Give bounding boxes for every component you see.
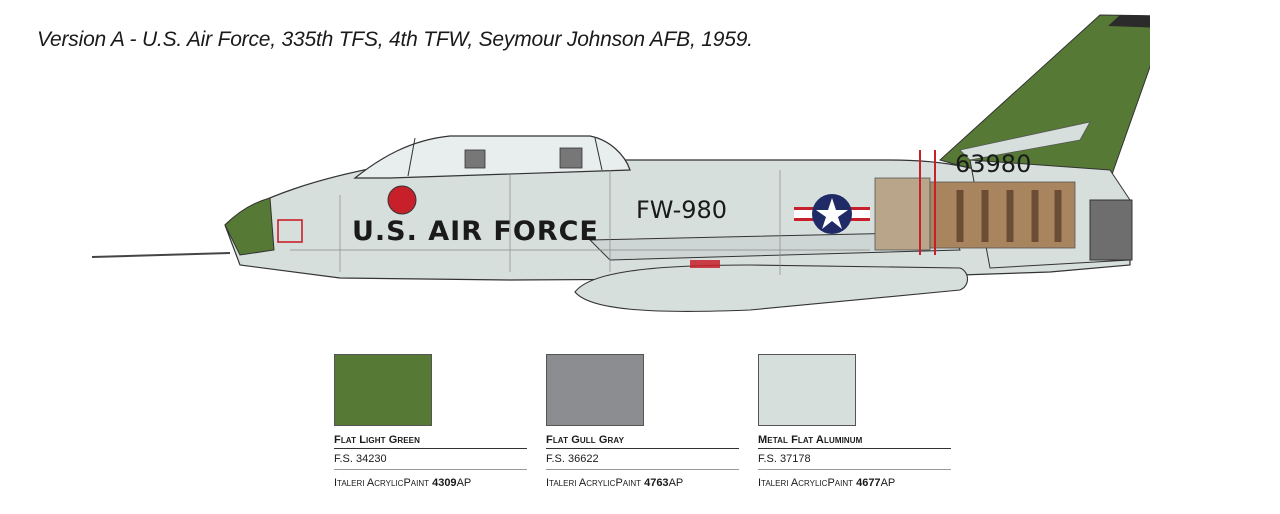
fs-code-1: F.S. 34230	[334, 449, 527, 470]
engine-panel-brown	[929, 181, 1076, 249]
paint-swatch-3: Metal Flat Aluminum F.S. 37178 Italeri A…	[758, 354, 958, 489]
nose-cone	[224, 197, 275, 256]
paint-brand-2: Italeri AcrylicPaint	[546, 477, 645, 489]
drop-tank	[574, 264, 969, 312]
canopy	[353, 135, 631, 179]
paint-code-1: 4309	[432, 477, 457, 489]
paint-suffix-2: AP	[668, 477, 684, 489]
version-caption: Version A - U.S. Air Force, 335th TFS, 4…	[37, 28, 753, 51]
paint-code-3: 4677	[856, 477, 881, 489]
paint-product-2: Italeri AcrylicPaint 4763AP	[546, 470, 746, 489]
pitot-probe	[91, 252, 231, 258]
color-chip-3	[758, 354, 856, 426]
engine-panel-tan	[874, 177, 931, 251]
wing	[588, 231, 961, 261]
color-chip-2	[546, 354, 644, 426]
national-insignia	[794, 194, 870, 234]
paint-name-2: Flat Gull Gray	[546, 434, 739, 449]
paint-suffix-1: AP	[456, 477, 472, 489]
rear-seat	[559, 147, 583, 169]
paint-brand-1: Italeri AcrylicPaint	[334, 477, 433, 489]
paint-product-3: Italeri AcrylicPaint 4677AP	[758, 470, 958, 489]
nose-marker	[277, 219, 303, 243]
tail-tip	[1108, 15, 1150, 28]
exhaust-nozzle	[1089, 199, 1133, 261]
paint-name-3: Metal Flat Aluminum	[758, 434, 951, 449]
aircraft-profile-illustration: U.S. AIR FORCE FW-980 63980	[91, 14, 1150, 312]
tail-number: 63980	[955, 150, 1031, 178]
paint-name-1: Flat Light Green	[334, 434, 527, 449]
squadron-emblem	[387, 185, 417, 215]
paint-product-1: Italeri AcrylicPaint 4309AP	[334, 470, 534, 489]
paint-swatch-2: Flat Gull Gray F.S. 36622 Italeri Acryli…	[546, 354, 746, 489]
paint-code-2: 4763	[644, 477, 669, 489]
paint-swatch-1: Flat Light Green F.S. 34230 Italeri Acry…	[334, 354, 534, 489]
buzz-number: FW-980	[636, 196, 727, 224]
front-seat	[464, 149, 486, 169]
fuselage-marking: U.S. AIR FORCE	[352, 216, 599, 247]
paint-brand-3: Italeri AcrylicPaint	[758, 477, 857, 489]
color-chip-1	[334, 354, 432, 426]
fs-code-3: F.S. 37178	[758, 449, 951, 470]
tail-band	[959, 121, 1091, 161]
fs-code-2: F.S. 36622	[546, 449, 739, 470]
paint-suffix-3: AP	[880, 477, 896, 489]
